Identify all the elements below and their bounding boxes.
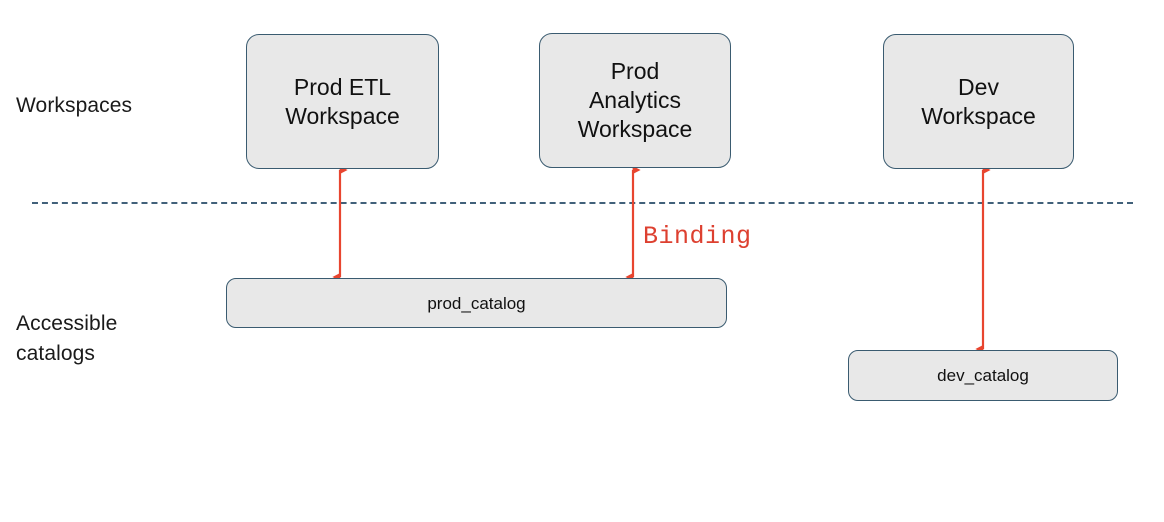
dashed-divider (32, 202, 1133, 204)
workspace-node-dev-workspace[interactable]: Dev Workspace (883, 34, 1074, 169)
catalog-node-dev-catalog[interactable]: dev_catalog (848, 350, 1118, 401)
workspace-node-prod-etl[interactable]: Prod ETL Workspace (246, 34, 439, 169)
row-label-accessible-catalogs: Accessible catalogs (16, 312, 118, 365)
binding-annotation-label: Binding (643, 222, 752, 251)
workspace-node-prod-analytics[interactable]: Prod Analytics Workspace (539, 33, 731, 168)
row-label-workspaces: Workspaces (16, 94, 133, 117)
catalog-node-prod-catalog[interactable]: prod_catalog (226, 278, 727, 328)
